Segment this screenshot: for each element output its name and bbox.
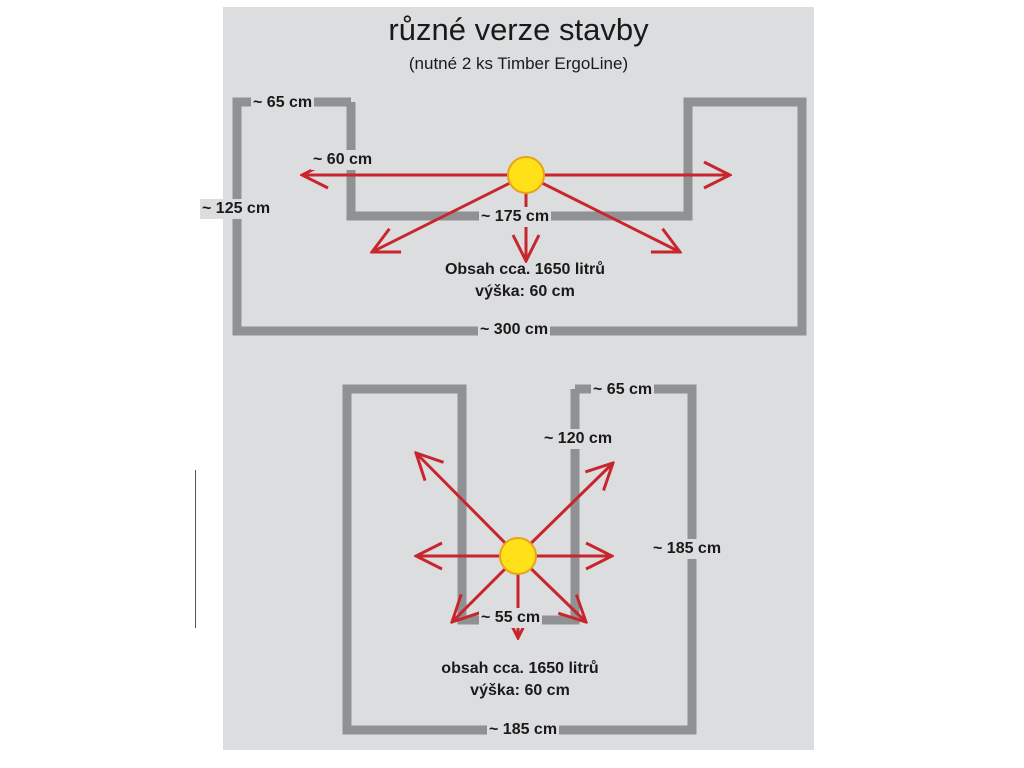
top-dim-width-left: ~ 65 cm: [251, 93, 315, 113]
top-arrows: [302, 175, 730, 261]
bottom-capacity: obsah cca. 1650 litrů: [441, 660, 599, 677]
bottom-dim-width-right: ~ 65 cm: [591, 380, 655, 400]
top-dim-depth-inner: ~ 60 cm: [311, 150, 375, 170]
bottom-dim-total-width: ~ 185 cm: [487, 720, 560, 740]
top-wall-outline: [232, 97, 807, 336]
diagram-title: různé verze stavby: [388, 12, 649, 47]
arrow-icon: [516, 463, 613, 558]
top-capacity: Obsah cca. 1650 litrů: [444, 261, 606, 278]
arrow-icon: [372, 173, 527, 252]
bottom-dim-gap: ~ 55 cm: [479, 608, 543, 628]
top-height: výška: 60 cm: [475, 283, 575, 300]
bottom-dim-total-height: ~ 185 cm: [651, 539, 724, 559]
diagram-subtitle: (nutné 2 ks Timber ErgoLine): [408, 54, 629, 73]
stray-line: [195, 470, 196, 628]
bottom-dim-inner-height: ~ 120 cm: [542, 429, 615, 449]
bottom-info: obsah cca. 1650 litrů výška: 60 cm: [390, 658, 650, 702]
sun-source-icon: [507, 156, 545, 194]
top-dim-total-width: ~ 300 cm: [478, 320, 551, 340]
top-dim-height-left: ~ 125 cm: [200, 199, 273, 219]
bottom-height: výška: 60 cm: [470, 682, 570, 699]
sun-source-icon: [499, 537, 537, 575]
arrow-icon: [525, 173, 680, 252]
arrow-icon: [416, 453, 520, 558]
top-info: Obsah cca. 1650 litrů výška: 60 cm: [400, 259, 650, 303]
top-dim-inner-width: ~ 175 cm: [479, 207, 552, 227]
